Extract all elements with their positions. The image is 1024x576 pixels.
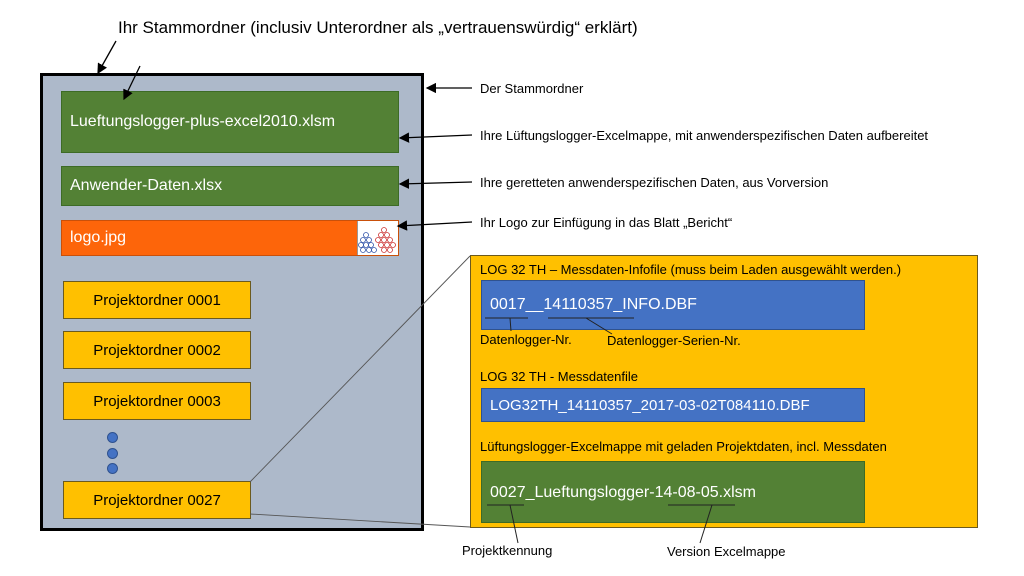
project-detail-panel: LOG 32 TH – Messdaten-Infofile (muss bei… bbox=[470, 255, 978, 528]
project-excel-file-label: 0027_Lueftungslogger-14-08-05.xlsm bbox=[490, 484, 756, 501]
serial-nr-label: Datenlogger-Serien-Nr. bbox=[607, 333, 741, 348]
zoom-line-top bbox=[249, 255, 471, 483]
data-file[interactable]: LOG32TH_14110357_2017-03-02T084110.DBF bbox=[481, 388, 865, 422]
info-file[interactable]: 0017__14110357_INFO.DBF bbox=[481, 280, 865, 330]
ellipsis-dot bbox=[107, 432, 118, 443]
title-arrow-2 bbox=[123, 65, 141, 101]
project-folder-0002[interactable]: Projektordner 0002 bbox=[63, 331, 251, 369]
logger-nr-label: Datenlogger-Nr. bbox=[480, 332, 572, 347]
excel-arrow bbox=[398, 132, 473, 143]
diagram-title: Ihr Stammordner (inclusiv Unterordner al… bbox=[118, 18, 638, 37]
project-id-label: Projektkennung bbox=[462, 543, 553, 558]
logo-file[interactable]: logo.jpg bbox=[61, 220, 399, 256]
project-folder-0027[interactable]: Projektordner 0027 bbox=[63, 481, 251, 519]
logo-file-label: logo.jpg bbox=[70, 229, 127, 246]
excel-heading: Lüftungslogger-Excelmappe mit geladen Pr… bbox=[480, 439, 887, 454]
zoom-line-bottom bbox=[249, 513, 471, 528]
logo-annotation: Ihr Logo zur Einfügung in das Blatt „Ber… bbox=[480, 215, 733, 230]
logo-arrow bbox=[396, 220, 473, 231]
project-folder-0003[interactable]: Projektordner 0003 bbox=[63, 382, 251, 420]
version-label: Version Excelmappe bbox=[667, 544, 786, 559]
ellipsis-dot bbox=[107, 463, 118, 474]
ellipsis-dot bbox=[107, 448, 118, 459]
data-file-label: LOG32TH_14110357_2017-03-02T084110.DBF bbox=[490, 396, 810, 414]
root-folder: Lueftungslogger-plus-excel2010.xlsm Anwe… bbox=[40, 73, 424, 531]
project-folder-0001[interactable]: Projektordner 0001 bbox=[63, 281, 251, 319]
userdata-file-label: Anwender-Daten.xlsx bbox=[70, 177, 223, 194]
userdata-annotation: Ihre geretteten anwenderspezifischen Dat… bbox=[480, 175, 829, 190]
root-annotation: Der Stammordner bbox=[480, 81, 584, 96]
project-excel-file[interactable]: 0027_Lueftungslogger-14-08-05.xlsm bbox=[481, 461, 865, 523]
userdata-arrow bbox=[398, 178, 473, 189]
info-heading: LOG 32 TH – Messdaten-Infofile (muss bei… bbox=[480, 262, 902, 277]
info-file-label: 0017__14110357_INFO.DBF bbox=[490, 296, 697, 313]
userdata-file[interactable]: Anwender-Daten.xlsx bbox=[61, 166, 399, 206]
excel-file-label: Lueftungslogger-plus-excel2010.xlsm bbox=[70, 113, 336, 130]
excel-annotation: Ihre Lüftungslogger-Excelmappe, mit anwe… bbox=[480, 128, 929, 143]
excel-file[interactable]: Lueftungslogger-plus-excel2010.xlsm bbox=[61, 91, 399, 153]
data-heading: LOG 32 TH - Messdatenfile bbox=[480, 369, 638, 384]
logo-thumbnail-icon bbox=[357, 221, 398, 255]
title-arrow bbox=[97, 40, 117, 75]
